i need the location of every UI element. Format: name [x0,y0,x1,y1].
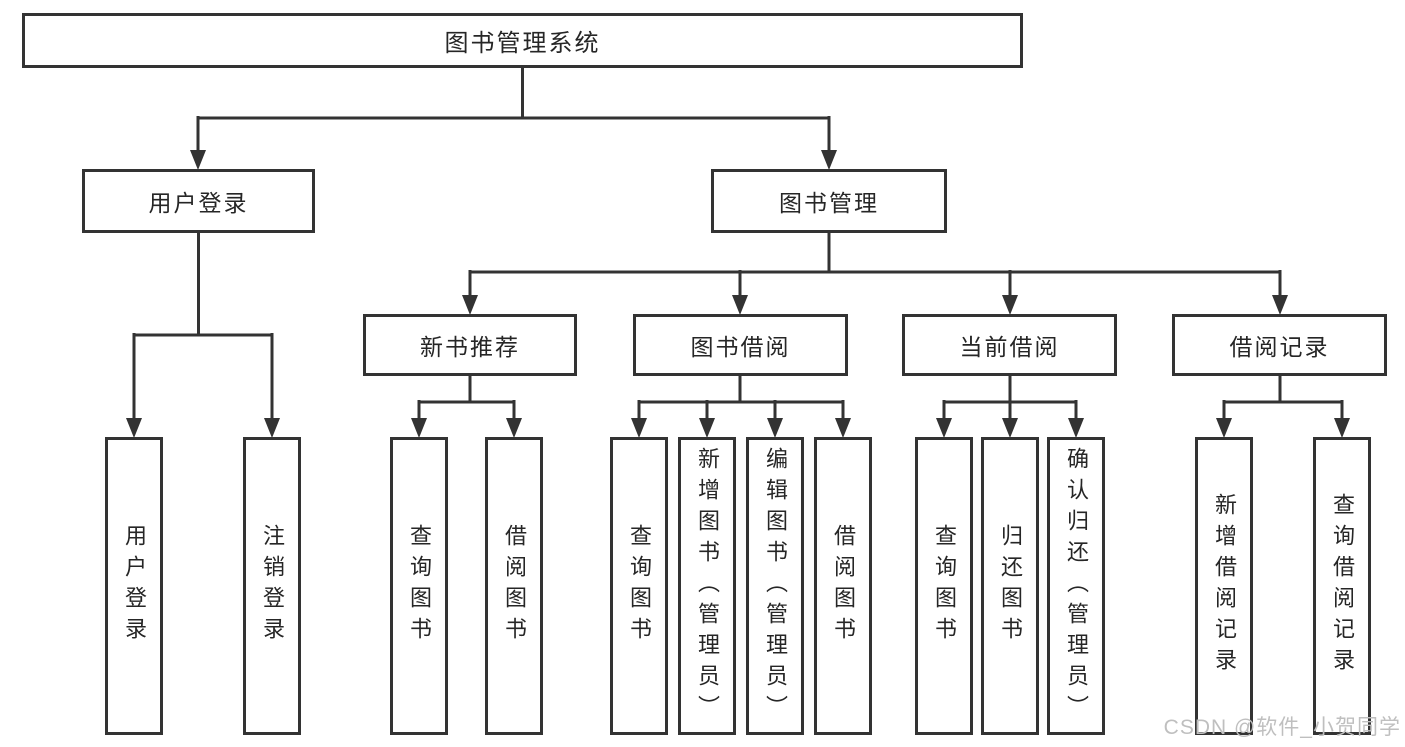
leaf-borrow-books-borrowing: 借阅图书 [814,437,872,735]
leaf-return-books: 归还图书 [981,437,1039,735]
node-book-borrowing: 图书借阅 [633,314,848,376]
node-label: 借阅图书 [502,524,527,648]
leaf-edit-book-admin: 编辑图书（管理员） [746,437,804,735]
node-root: 图书管理系统 [22,13,1023,68]
leaf-query-books-recommend: 查询图书 [390,437,448,735]
node-label: 借阅记录 [1229,334,1330,360]
node-label: 借阅图书 [831,524,856,648]
node-borrowing-records: 借阅记录 [1172,314,1387,376]
node-book-management: 图书管理 [711,169,947,233]
node-label: 图书管理系统 [444,30,601,57]
leaf-user-login: 用户登录 [105,437,163,735]
node-label: 编辑图书（管理员） [763,446,788,726]
leaf-confirm-return-admin: 确认归还（管理员） [1047,437,1105,735]
node-label: 新书推荐 [420,334,520,360]
node-label: 用户登录 [148,190,249,216]
leaf-borrow-books-recommend: 借阅图书 [485,437,543,735]
node-label: 图书借阅 [690,334,791,360]
leaf-add-borrow-record: 新增借阅记录 [1195,437,1253,735]
node-label: 新增借阅记录 [1212,493,1237,679]
node-label: 归还图书 [998,524,1023,648]
leaf-logout-login: 注销登录 [243,437,301,735]
node-label: 当前借阅 [959,334,1060,360]
node-label: 确认归还（管理员） [1064,446,1089,726]
node-current-borrowing: 当前借阅 [902,314,1117,376]
node-label: 新增图书（管理员） [695,446,720,726]
node-label: 注销登录 [260,524,285,648]
leaf-query-books-current: 查询图书 [915,437,973,735]
node-label: 查询借阅记录 [1330,493,1355,679]
node-new-book-recommend: 新书推荐 [363,314,577,376]
leaf-query-borrow-record: 查询借阅记录 [1313,437,1371,735]
node-user-login: 用户登录 [82,169,315,233]
node-label: 查询图书 [932,524,957,648]
node-label: 查询图书 [627,524,652,648]
node-label: 用户登录 [122,524,147,648]
leaf-add-book-admin: 新增图书（管理员） [678,437,736,735]
node-label: 图书管理 [779,190,879,216]
node-label: 查询图书 [407,524,432,648]
leaf-query-books-borrowing: 查询图书 [610,437,668,735]
